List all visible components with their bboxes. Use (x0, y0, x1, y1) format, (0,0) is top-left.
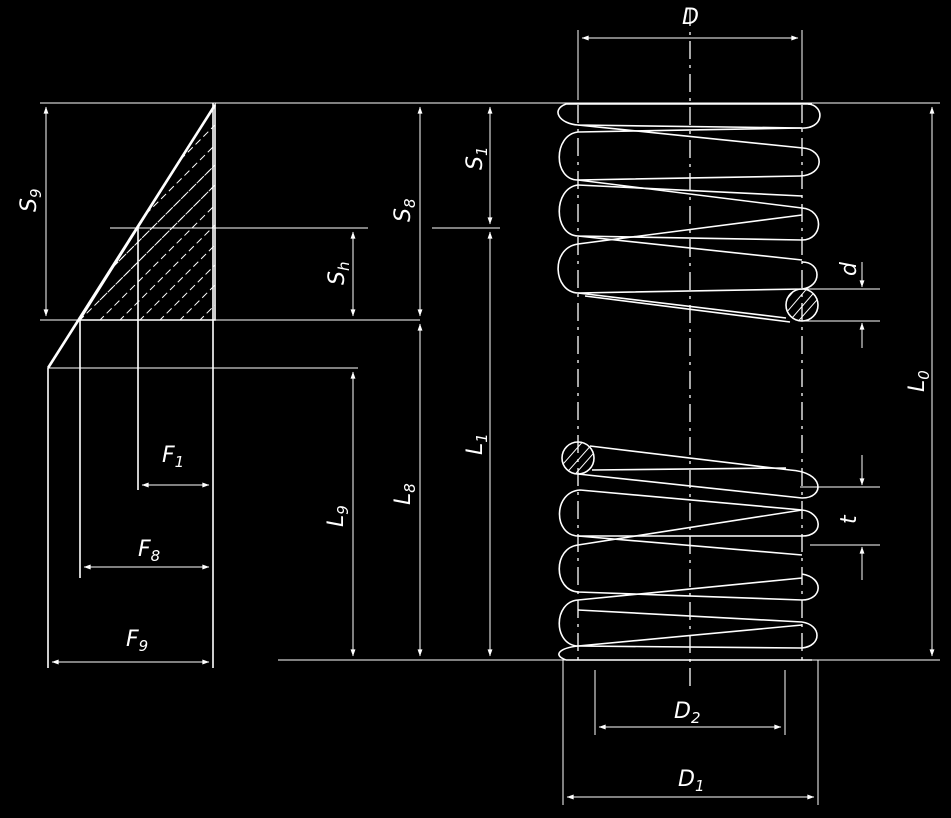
label-t: t (837, 514, 862, 524)
label-L8: L8 (391, 483, 419, 505)
dimension-lines (43, 35, 935, 800)
label-D1: D1 (678, 767, 705, 795)
label-Sh: Sh (325, 262, 353, 285)
dimension-labels: D S9 S8 S1 Sh d L0 L1 L8 L9 t F1 F8 F9 D… (17, 5, 933, 795)
label-F9: F9 (126, 627, 148, 655)
label-L0: L0 (905, 370, 933, 392)
wire-section-top-hatch (786, 289, 818, 321)
label-S8: S8 (391, 198, 419, 222)
force-diagram (46, 102, 217, 668)
compression-spring (557, 8, 821, 690)
label-D2: D2 (674, 699, 701, 727)
label-S1: S1 (463, 146, 491, 170)
wire-section-top (785, 288, 819, 322)
label-F8: F8 (138, 537, 160, 565)
triangle-hatching (80, 105, 215, 320)
spring-upper-coils (557, 103, 821, 323)
spring-lower-coils (558, 441, 819, 661)
label-D: D (682, 5, 699, 30)
label-L9: L9 (324, 505, 352, 527)
label-S9: S9 (17, 188, 45, 212)
label-F1: F1 (162, 443, 184, 471)
label-L1: L1 (463, 433, 491, 455)
label-d: d (837, 261, 862, 276)
